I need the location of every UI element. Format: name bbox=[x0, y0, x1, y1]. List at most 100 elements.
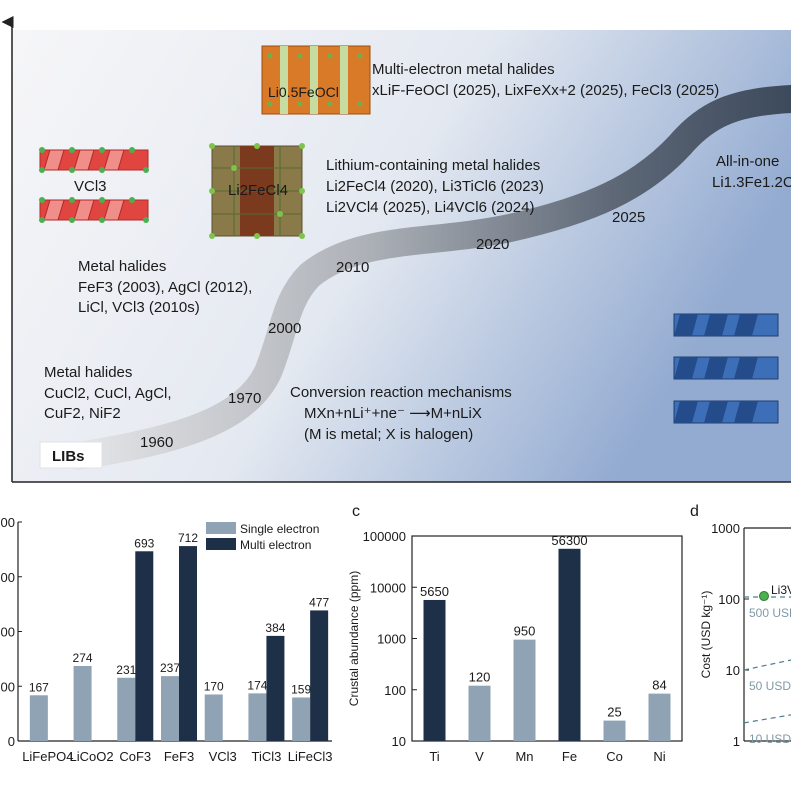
capacity-bar-multi bbox=[179, 546, 197, 741]
abundance-panel-label: c bbox=[352, 503, 360, 520]
year-2010: 2010 bbox=[336, 259, 369, 276]
capacity-bar-value-label: 174 bbox=[247, 678, 267, 692]
feocl-structure: Li0.5FeOCl bbox=[261, 45, 371, 115]
abundance-bar bbox=[513, 639, 536, 741]
capacity-bar-value-label: 231 bbox=[116, 663, 136, 677]
li2fecl4-label: Li2FeCl4 bbox=[228, 182, 288, 199]
capacity-category-label: LiFeCl3 bbox=[288, 749, 333, 764]
conversion-equation: MXn+nLi⁺+ne⁻ ⟶M+nLiX bbox=[304, 405, 482, 422]
cost-data-point bbox=[759, 591, 769, 602]
capacity-bar-single bbox=[204, 694, 223, 741]
cost-y-tick-label: 10 bbox=[726, 663, 740, 678]
cost-reference-line bbox=[743, 714, 791, 724]
abundance-y-tick-label: 10 bbox=[392, 734, 406, 749]
cost-y-tick-label: 1 bbox=[733, 734, 740, 749]
capacity-category-label: LiFePO4 bbox=[22, 749, 73, 764]
capacity-y-tick-label: 600 bbox=[0, 570, 15, 585]
capacity-legend-label: Multi electron bbox=[240, 538, 311, 552]
vcl3-label: VCl3 bbox=[74, 178, 107, 195]
early-halides-line-1: CuCl2, CuCl, AgCl, bbox=[44, 385, 172, 402]
abundance-y-tick-label: 100000 bbox=[363, 529, 406, 544]
capacity-category-label: TiCl3 bbox=[251, 749, 281, 764]
abundance-y-axis-label: Crustal abundance (ppm) bbox=[347, 571, 361, 706]
early-halides-title: Metal halides bbox=[44, 364, 132, 381]
libs-label: LIBs bbox=[52, 448, 85, 465]
cost-y-axis-label: Cost (USD kg⁻¹) bbox=[699, 591, 713, 679]
capacity-bar-value-label: 167 bbox=[29, 680, 49, 694]
metal-halides-line-2: LiCl, VCl3 (2010s) bbox=[78, 299, 200, 316]
capacity-category-label: FeF3 bbox=[164, 749, 194, 764]
cost-panel-label: d bbox=[690, 503, 699, 520]
metal-halides-line-1: FeF3 (2003), AgCl (2012), bbox=[78, 279, 252, 296]
capacity-legend-swatch bbox=[206, 538, 236, 550]
all-in-one-structures bbox=[673, 313, 779, 424]
feocl-label: Li0.5FeOCl bbox=[268, 84, 339, 100]
abundance-bar bbox=[423, 599, 446, 741]
capacity-bar-single bbox=[29, 695, 48, 741]
abundance-bar-value-label: 56300 bbox=[551, 533, 587, 548]
abundance-bar-value-label: 5650 bbox=[420, 584, 449, 599]
conversion-note: (M is metal; X is halogen) bbox=[304, 426, 473, 443]
abundance-y-tick-label: 10000 bbox=[370, 580, 406, 595]
cost-point-label: Li3V bbox=[771, 583, 791, 597]
abundance-y-tick-label: 100 bbox=[384, 683, 406, 698]
all-in-one-line-1: Li1.3Fe1.2C bbox=[712, 174, 791, 191]
early-halides-line-2: CuF2, NiF2 bbox=[44, 405, 121, 422]
lithium-halides-line-2: Li2VCl4 (2025), Li4VCl6 (2024) bbox=[326, 199, 534, 216]
metal-halides-title: Metal halides bbox=[78, 258, 166, 275]
capacity-bar-value-label: 693 bbox=[134, 536, 154, 550]
cost-reference-label: 10 USD bbox=[749, 732, 791, 746]
abundance-plot-frame bbox=[411, 535, 683, 742]
lithium-halides-title: Lithium-containing metal halides bbox=[326, 157, 540, 174]
year-2020: 2020 bbox=[476, 236, 509, 253]
capacity-bar-single bbox=[117, 677, 136, 741]
capacity-bar-multi bbox=[135, 551, 154, 741]
abundance-bar-value-label: 25 bbox=[607, 705, 621, 720]
abundance-bar bbox=[603, 720, 626, 741]
abundance-bar bbox=[648, 693, 671, 741]
capacity-bar-single bbox=[73, 665, 92, 741]
capacity-bar-value-label: 477 bbox=[309, 595, 329, 609]
cost-y-tick-label: 100 bbox=[718, 592, 740, 607]
capacity-bar-value-label: 159 bbox=[291, 682, 311, 696]
capacity-y-tick-label: 400 bbox=[0, 625, 15, 640]
timeline-panel: LIBs 1960 1970 2000 2010 2020 2025 Metal… bbox=[1, 16, 791, 483]
capacity-bar-value-label: 237 bbox=[160, 661, 180, 675]
abundance-category-label: V bbox=[475, 749, 484, 764]
abundance-bar-value-label: 120 bbox=[469, 670, 491, 685]
all-in-one-title: All-in-one bbox=[716, 153, 779, 170]
abundance-category-label: Ti bbox=[429, 749, 439, 764]
abundance-y-tick-label: 1000 bbox=[377, 632, 406, 647]
capacity-category-label: VCl3 bbox=[209, 749, 237, 764]
timeline-ribbon bbox=[64, 85, 791, 470]
year-2025: 2025 bbox=[612, 209, 645, 226]
abundance-category-label: Mn bbox=[515, 749, 533, 764]
vcl3-structure: VCl3 bbox=[39, 147, 149, 223]
capacity-bar-value-label: 384 bbox=[265, 621, 285, 635]
abundance-bar bbox=[468, 685, 491, 741]
cost-reference-label: 50 USD bbox=[749, 679, 791, 693]
abundance-category-label: Ni bbox=[653, 749, 665, 764]
capacity-category-label: CoF3 bbox=[119, 749, 151, 764]
capacity-y-tick-label: 200 bbox=[0, 679, 15, 694]
cost-y-tick-label: 1000 bbox=[711, 521, 740, 536]
capacity-bar-single bbox=[248, 693, 267, 741]
lithium-halides-line-1: Li2FeCl4 (2020), Li3TiCl6 (2023) bbox=[326, 178, 544, 195]
abundance-bar-value-label: 950 bbox=[514, 624, 536, 639]
capacity-bar-multi bbox=[310, 610, 329, 741]
capacity-y-tick-label: 800 bbox=[0, 515, 15, 530]
year-2000: 2000 bbox=[268, 320, 301, 337]
li2fecl4-structure: Li2FeCl4 bbox=[209, 143, 305, 239]
capacity-bar-value-label: 712 bbox=[178, 531, 198, 545]
capacity-bar-single bbox=[161, 676, 179, 741]
capacity-legend-swatch bbox=[206, 522, 236, 534]
capacity-category-label: LiCoO2 bbox=[70, 749, 114, 764]
libs-badge bbox=[39, 441, 103, 469]
capacity-bar-value-label: 274 bbox=[73, 651, 93, 665]
abundance-bar-value-label: 84 bbox=[652, 678, 666, 693]
year-1970: 1970 bbox=[228, 390, 261, 407]
cost-reference-label: 500 USD bbox=[749, 606, 791, 620]
multi-electron-line-1: xLiF-FeOCl (2025), LixFeXx+2 (2025), FeC… bbox=[372, 82, 719, 99]
